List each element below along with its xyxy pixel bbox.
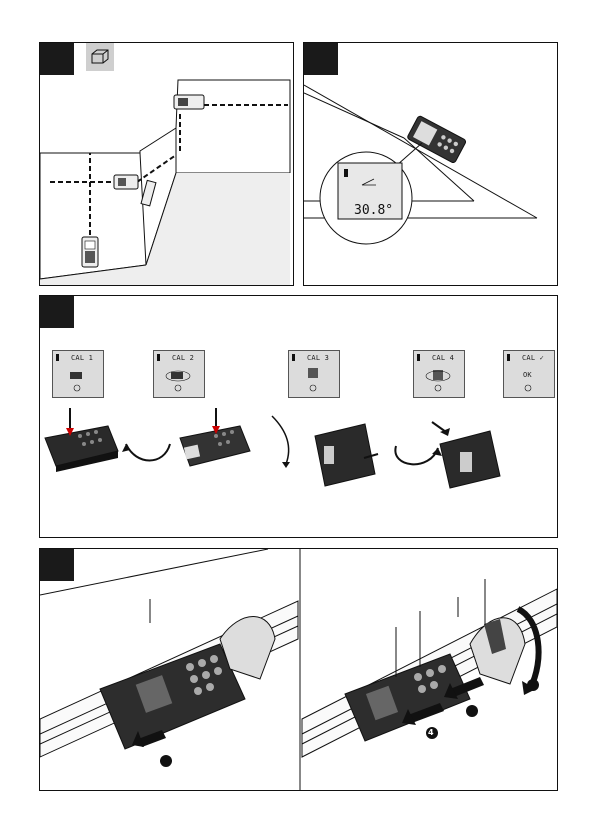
laser-device-wall	[114, 175, 138, 189]
tilt-reading: 30.8°	[354, 203, 393, 218]
step-badge-4: 4	[428, 728, 434, 737]
device-left	[100, 617, 275, 750]
device-right	[345, 609, 539, 741]
panel-tilt-measurement: 30.8°	[303, 42, 558, 286]
device-step-3	[315, 424, 378, 486]
panel-calibration: CAL 1 CAL 2 CAL 3 CAL 4 CAL ✓ OK	[39, 295, 558, 538]
panel-room-measurement	[39, 42, 294, 286]
rail-mounting-illustration	[40, 549, 557, 790]
calibration-steps-illustration	[40, 296, 557, 537]
panel-rail-mounting: 4	[39, 548, 558, 791]
laser-device-ceiling	[174, 95, 204, 109]
device-step-4	[432, 422, 500, 488]
laser-device-floor	[82, 237, 98, 267]
device-step-1	[45, 408, 118, 472]
room-illustration	[40, 43, 293, 285]
tilt-illustration	[304, 43, 557, 285]
device-step-2	[180, 408, 250, 466]
